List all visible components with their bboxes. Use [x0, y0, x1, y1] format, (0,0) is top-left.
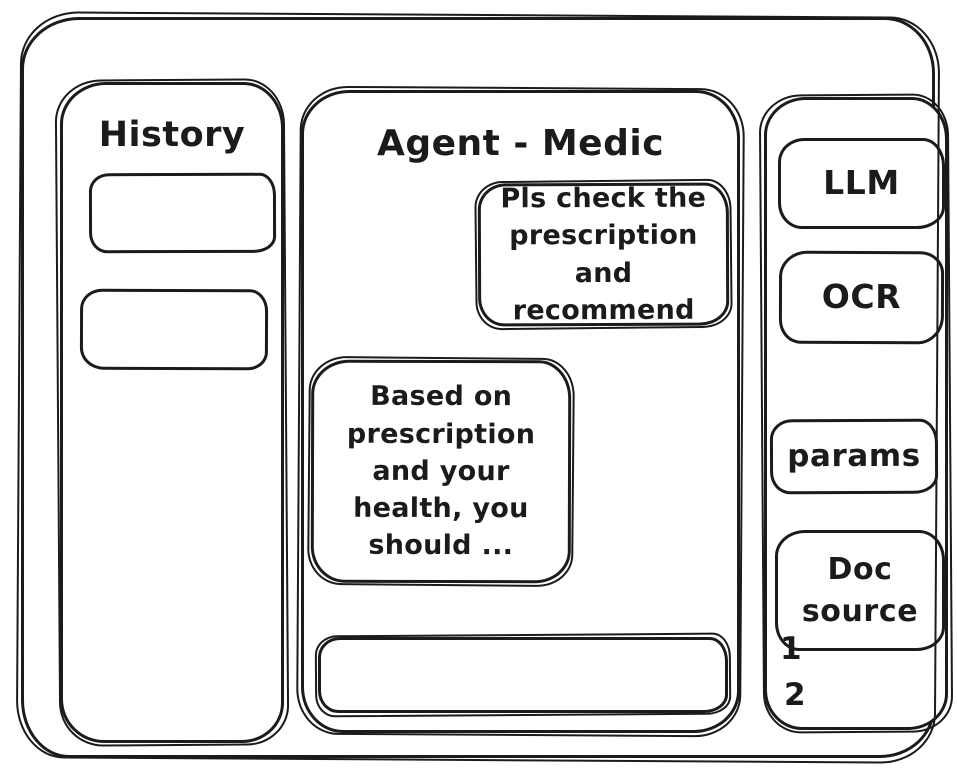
message-input-field[interactable]	[321, 640, 725, 710]
doc-source-item-1[interactable]: 1	[780, 631, 802, 667]
tools-panel: LLM OCR params Doc source 1 2	[764, 97, 948, 730]
user-message-bubble: Pls check the prescription and recommend	[477, 182, 730, 327]
chat-title: Agent - Medic	[376, 123, 665, 164]
history-panel: History	[60, 82, 284, 743]
doc-source-button[interactable]: Doc source	[775, 530, 945, 651]
history-title: History	[98, 115, 246, 155]
doc-source-item-2[interactable]: 2	[784, 677, 806, 713]
app-window: History Agent - Medic Pls check the pres…	[21, 17, 948, 758]
params-button[interactable]: params	[769, 418, 939, 495]
assistant-message-bubble: Based on prescription and your health, y…	[310, 359, 572, 584]
ocr-button[interactable]: OCR	[778, 250, 945, 345]
history-item[interactable]	[88, 172, 277, 254]
message-input[interactable]	[318, 637, 728, 713]
llm-button[interactable]: LLM	[778, 138, 945, 229]
chat-panel: Agent - Medic Pls check the prescription…	[301, 90, 740, 733]
history-item[interactable]	[79, 288, 269, 371]
